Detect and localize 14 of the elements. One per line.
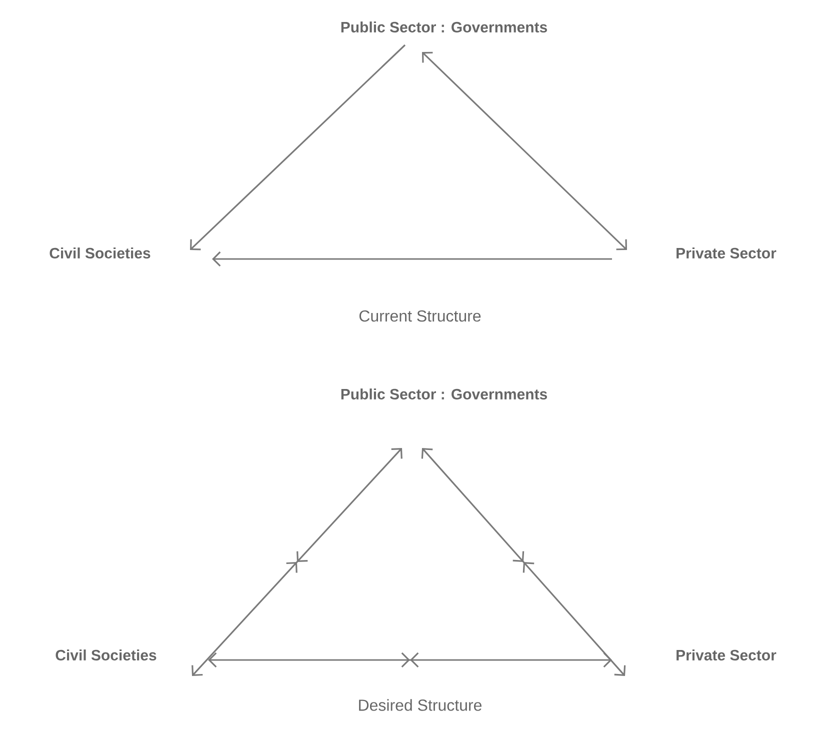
arrow <box>422 52 627 250</box>
arrow <box>208 652 612 668</box>
arrow <box>421 448 626 676</box>
node-label: Public Sector : Governments <box>341 388 547 400</box>
arrow <box>192 448 402 676</box>
node-label: Private Sector <box>676 248 776 258</box>
arrow <box>190 44 406 250</box>
diagram-caption: Current Structure <box>359 310 481 322</box>
node-label: Private Sector <box>676 650 776 660</box>
node-label: Civil Societies <box>56 650 156 660</box>
node-label: Civil Societies <box>50 248 150 258</box>
arrow <box>212 251 612 267</box>
diagram-caption: Desired Structure <box>359 699 482 711</box>
node-label: Public Sector : Governments <box>341 22 547 32</box>
